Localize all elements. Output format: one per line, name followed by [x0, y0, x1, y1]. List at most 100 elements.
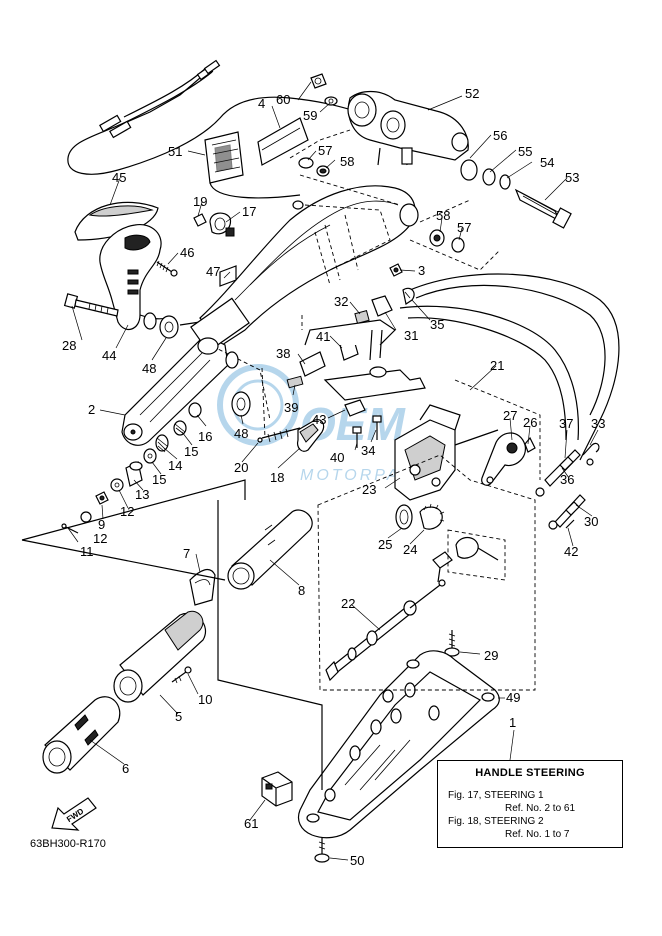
part-num-32: 32 — [334, 294, 348, 309]
part-48-bushing — [143, 312, 201, 339]
part-30-37-cable-ends — [535, 442, 600, 530]
part-num-23: 23 — [362, 482, 376, 497]
title-box-line-3: Fig. 18, STEERING 2 — [448, 816, 544, 827]
part-num-50: 50 — [350, 853, 364, 868]
part-num-26: 26 — [523, 415, 537, 430]
part-num-28: 28 — [62, 338, 76, 353]
part-num-61: 61 — [244, 816, 258, 831]
part-47-label — [219, 265, 237, 287]
part-49-bottom-cover — [297, 650, 500, 839]
part-5-grip-base — [113, 610, 206, 703]
part-num-45: 45 — [112, 170, 126, 185]
part-num-15: 15 — [184, 444, 198, 459]
part-num-18: 18 — [270, 470, 284, 485]
fwd-arrow: FWD — [51, 797, 97, 831]
part-num-27: 27 — [503, 408, 517, 423]
title-box-line-1: Fig. 17, STEERING 1 — [448, 790, 544, 801]
part-6-grip — [42, 696, 121, 774]
part-num-30: 30 — [584, 514, 598, 529]
part-50-screw — [314, 838, 330, 863]
part-num-59: 59 — [303, 108, 317, 123]
part-57-58-upper — [289, 129, 401, 206]
part-34-40-bolts — [352, 415, 382, 448]
assembly-outlines — [21, 315, 541, 790]
part-num-37: 37 — [559, 416, 573, 431]
part-num-1: 1 — [509, 715, 516, 730]
part-27-lever — [481, 432, 536, 486]
part-num-51: 51 — [168, 144, 182, 159]
control-cables — [399, 273, 620, 461]
part-num-57b: 57 — [457, 220, 471, 235]
part-18-20-throttle-friction — [257, 419, 325, 452]
part-num-6: 6 — [122, 761, 129, 776]
part-num-9: 9 — [98, 517, 105, 532]
part-num-3: 3 — [418, 263, 425, 278]
cable-harness — [67, 59, 361, 175]
part-num-57: 57 — [318, 143, 332, 158]
part-num-11: 11 — [80, 544, 94, 559]
drawing-code: 63BH300-R170 — [30, 838, 106, 850]
part-num-55: 55 — [518, 144, 532, 159]
part-num-8: 8 — [298, 583, 305, 598]
part-53-56-bolt-washers — [460, 159, 572, 229]
part-num-15b: 15 — [152, 472, 166, 487]
part-52-bracket — [347, 90, 469, 166]
part-num-47: 47 — [206, 264, 220, 279]
part-num-16: 16 — [198, 429, 212, 444]
part-num-60: 60 — [276, 92, 290, 107]
part-31-32-35-clamps — [354, 287, 415, 324]
part-num-49: 49 — [506, 690, 520, 705]
part-num-31: 31 — [404, 328, 418, 343]
part-17-19-clip — [193, 212, 235, 237]
part-num-21: 21 — [490, 358, 504, 373]
part-23-housing — [394, 404, 499, 501]
part-10-screw — [171, 666, 192, 684]
title-box-heading: HANDLE STEERING — [475, 767, 585, 779]
part-num-54: 54 — [540, 155, 554, 170]
title-box-line-4: Ref. No. 1 to 7 — [505, 829, 570, 840]
part-num-52: 52 — [465, 86, 479, 101]
part-num-39: 39 — [284, 400, 298, 415]
part-num-33: 33 — [591, 416, 605, 431]
title-box: HANDLE STEERING Fig. 17, STEERING 1 Ref.… — [437, 760, 623, 848]
part-num-7: 7 — [183, 546, 190, 561]
part-num-22: 22 — [341, 596, 355, 611]
part-29-screw — [444, 630, 460, 657]
part-38-43-clips — [286, 319, 426, 417]
part-num-10: 10 — [198, 692, 212, 707]
tiller-arm — [199, 185, 419, 346]
part-num-48: 48 — [142, 361, 156, 376]
part-61-switch — [261, 771, 293, 807]
part-7-sleeve — [189, 568, 216, 606]
leader-lines — [67, 81, 599, 861]
part-57-58-lower — [409, 199, 501, 271]
part-num-38: 38 — [276, 346, 290, 361]
part-num-43: 43 — [312, 412, 326, 427]
part-num-58: 58 — [340, 154, 354, 169]
part-small-gear-assembly — [432, 536, 499, 583]
part-number-labels: 60 4 59 52 56 55 54 53 51 57 58 45 19 17… — [62, 86, 605, 868]
part-num-24: 24 — [403, 542, 417, 557]
part-num-4: 4 — [258, 96, 265, 111]
part-num-5: 5 — [175, 709, 182, 724]
part-num-12b: 12 — [93, 531, 107, 546]
part-num-46: 46 — [180, 245, 194, 260]
part-8-tube — [227, 509, 313, 590]
part-num-48b: 48 — [234, 426, 248, 441]
part-46-screw — [156, 260, 178, 277]
part-59-60-nut — [310, 73, 338, 106]
part-num-25: 25 — [378, 537, 392, 552]
part-4-decal — [257, 117, 309, 166]
part-24-25-gear — [395, 503, 445, 530]
part-22-shaft — [325, 579, 446, 682]
part-num-19: 19 — [193, 194, 207, 209]
part-num-29: 29 — [484, 648, 498, 663]
part-3-fitting — [389, 263, 403, 277]
title-box-line-2: Ref. No. 2 to 61 — [505, 803, 576, 814]
part-2-tiller-bracket — [121, 297, 271, 446]
part-num-20: 20 — [234, 460, 248, 475]
part-num-13: 13 — [135, 487, 149, 502]
part-num-56: 56 — [493, 128, 507, 143]
part-num-41: 41 — [316, 329, 330, 344]
